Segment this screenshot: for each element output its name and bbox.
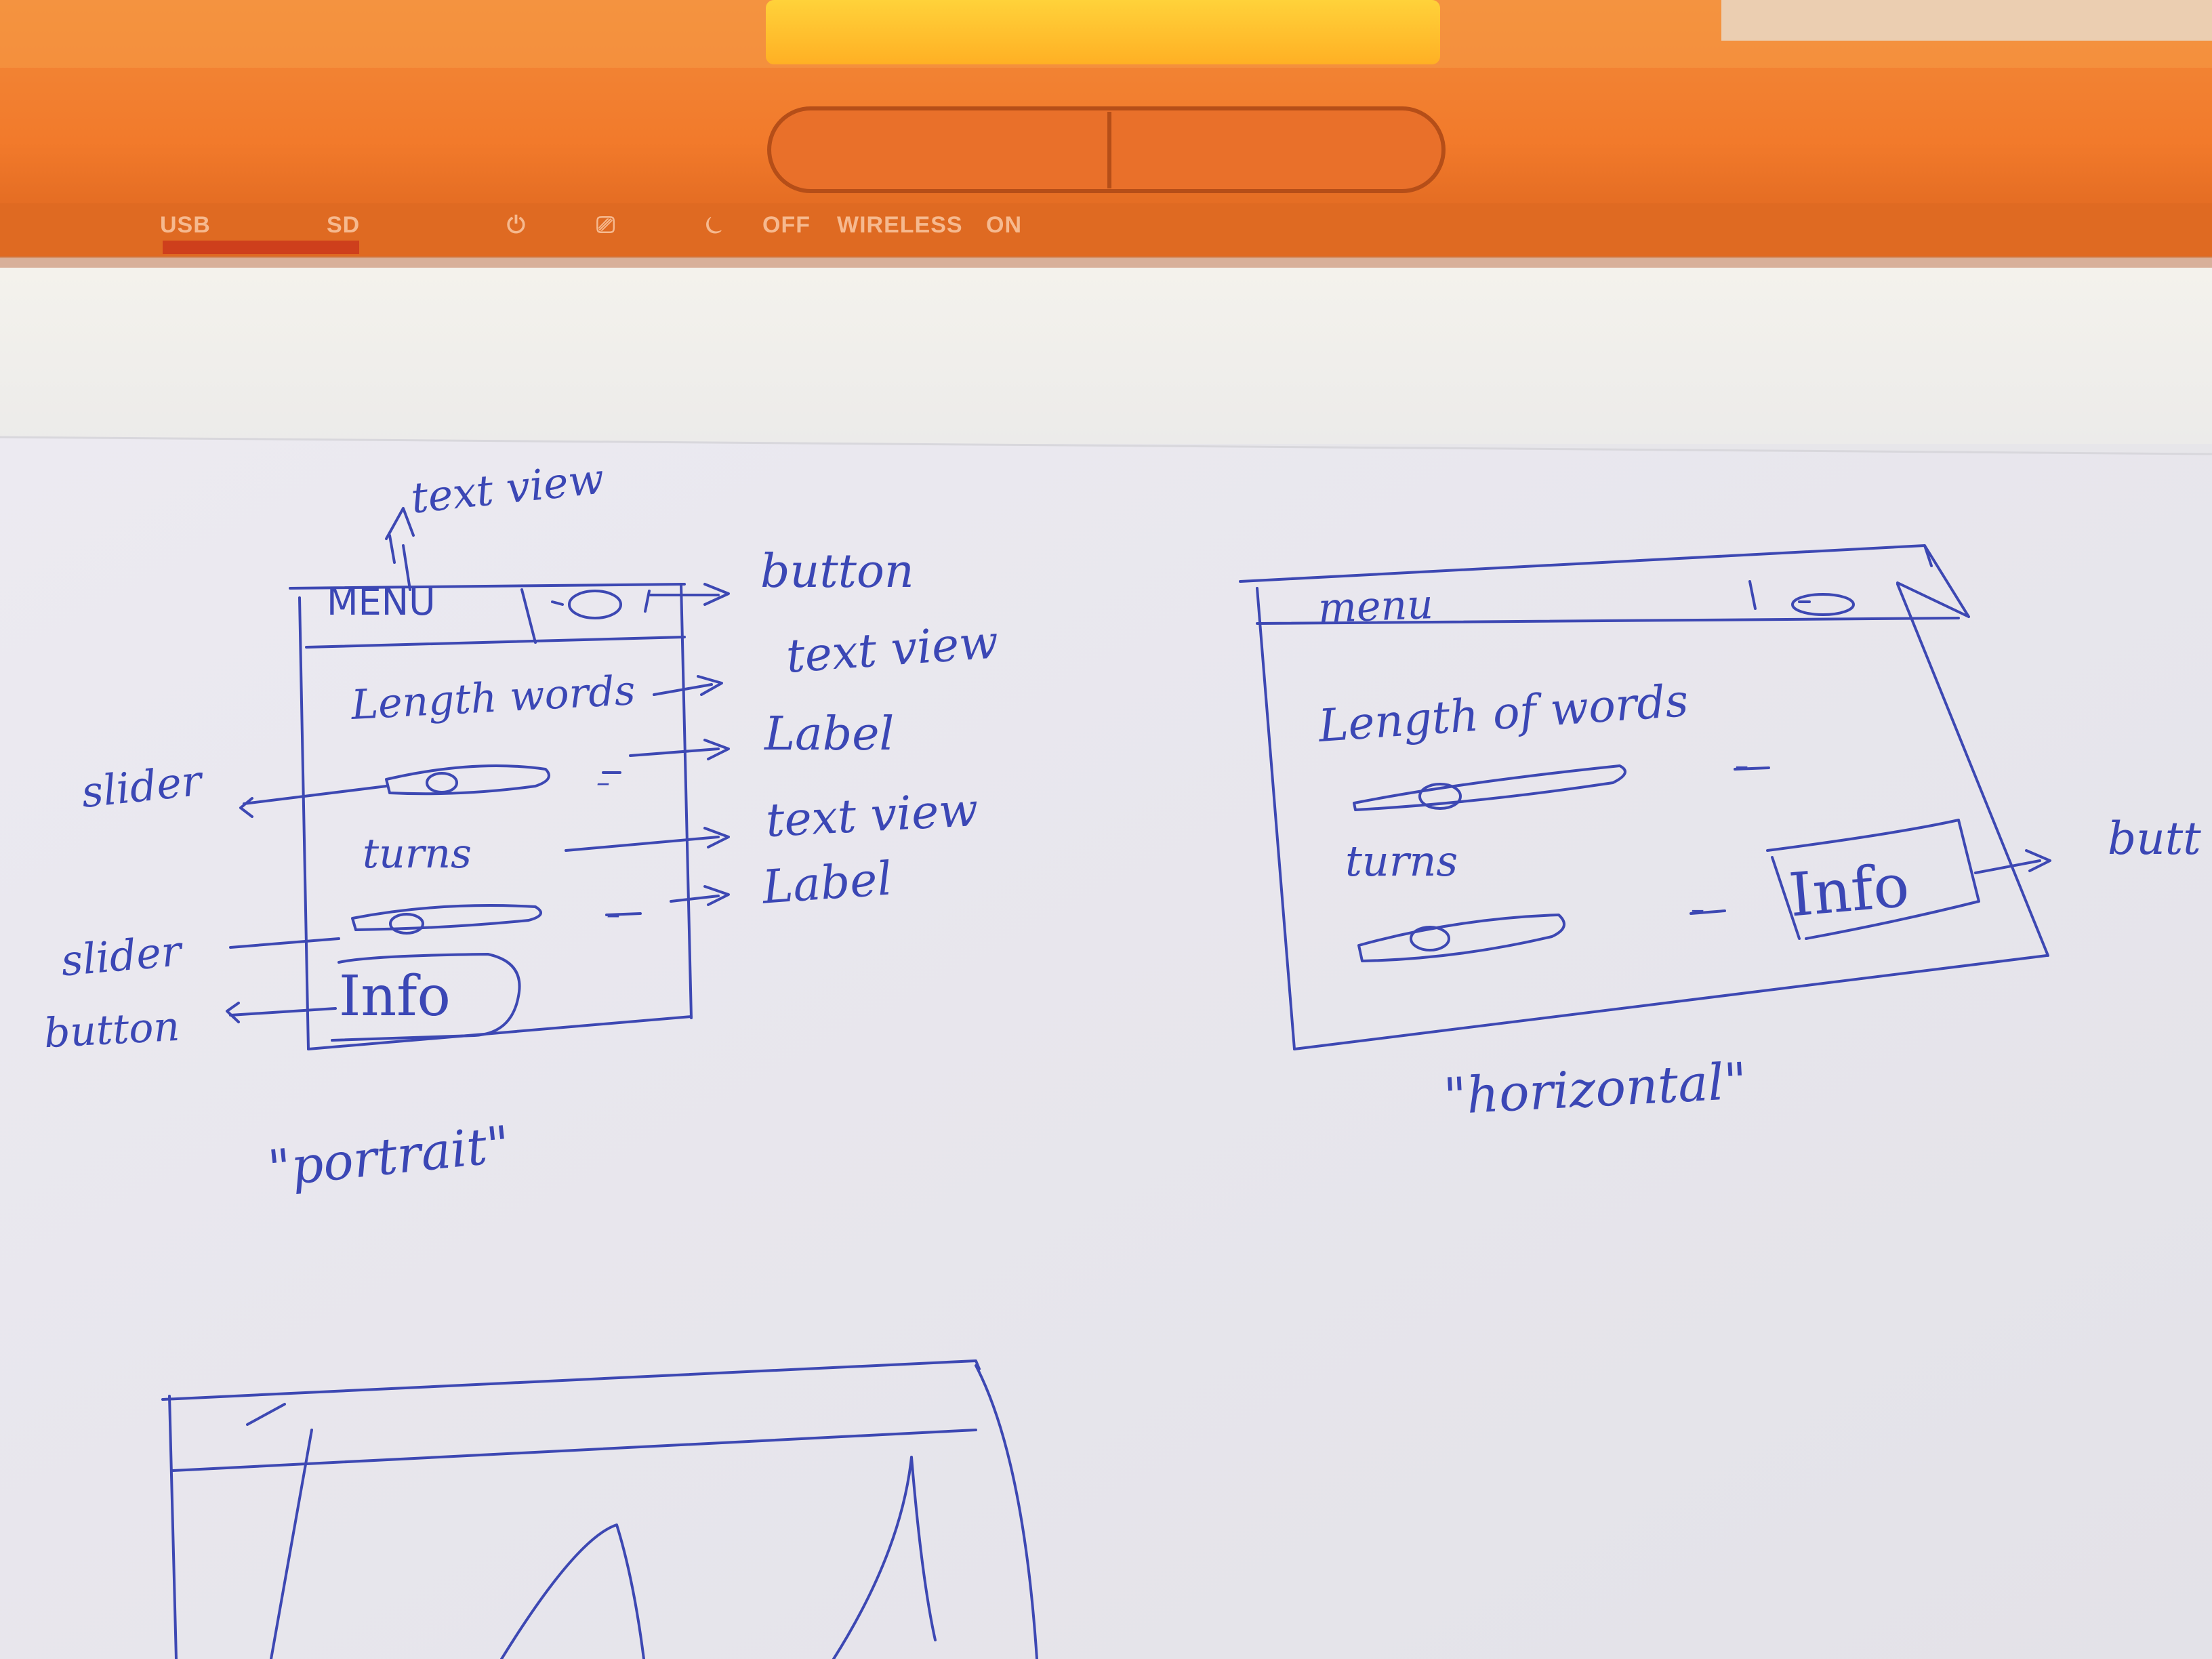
portrait-dash-1: – bbox=[596, 767, 610, 798]
annotation-label-2: Label bbox=[760, 852, 894, 915]
off-label: OFF bbox=[762, 212, 811, 238]
sd-label: SD bbox=[327, 212, 361, 238]
annotation-label-1: Label bbox=[764, 708, 895, 761]
annotation-slider-1: slider bbox=[79, 755, 204, 818]
portrait-menu-label: MENU bbox=[327, 581, 436, 623]
desk-surface bbox=[0, 268, 2212, 444]
on-label: ON bbox=[986, 212, 1022, 238]
sketch-lines bbox=[0, 436, 2212, 1659]
sleep-icon: ⏾ bbox=[705, 212, 724, 238]
horizontal-info-button: Info bbox=[1786, 850, 1912, 930]
paper-sheet: text view MENU button text view Length w… bbox=[0, 427, 2212, 1659]
power-icon: ⏻ bbox=[507, 212, 526, 238]
laptop-edge: USB SD ⏻ ⎚ ⏾ OFF WIRELESS ON bbox=[0, 0, 2212, 268]
wireless-label: WIRELESS bbox=[837, 212, 963, 238]
portrait-dash-2: – bbox=[607, 899, 620, 930]
horizontal-menu-label: menu bbox=[1317, 581, 1434, 632]
horizontal-caption: "horizontal" bbox=[1442, 1052, 1748, 1126]
battery-icon: ⎚ bbox=[596, 212, 616, 238]
annotation-slider-2: slider bbox=[59, 926, 184, 986]
annotation-text-view-2: text view bbox=[764, 783, 980, 848]
usb-label: USB bbox=[160, 212, 211, 238]
annotation-button: button bbox=[760, 545, 914, 598]
portrait-info-button: Info bbox=[339, 964, 451, 1029]
horizontal-frame bbox=[1239, 544, 2051, 1050]
horizontal-dash-1: – bbox=[1735, 750, 1748, 781]
portrait-frame bbox=[226, 507, 730, 1050]
third-sketch-frame bbox=[161, 1359, 1038, 1659]
laptop-body bbox=[0, 0, 2212, 268]
portrait-row2-text: turns bbox=[363, 830, 472, 878]
horizontal-dash-2: – bbox=[1691, 894, 1704, 925]
annotation-button-left: button bbox=[43, 1002, 181, 1058]
horizontal-row2-text: turns bbox=[1345, 836, 1458, 886]
annotation-horizontal-button: butt bbox=[2108, 813, 2201, 865]
trackpad-buttons bbox=[767, 106, 1446, 193]
